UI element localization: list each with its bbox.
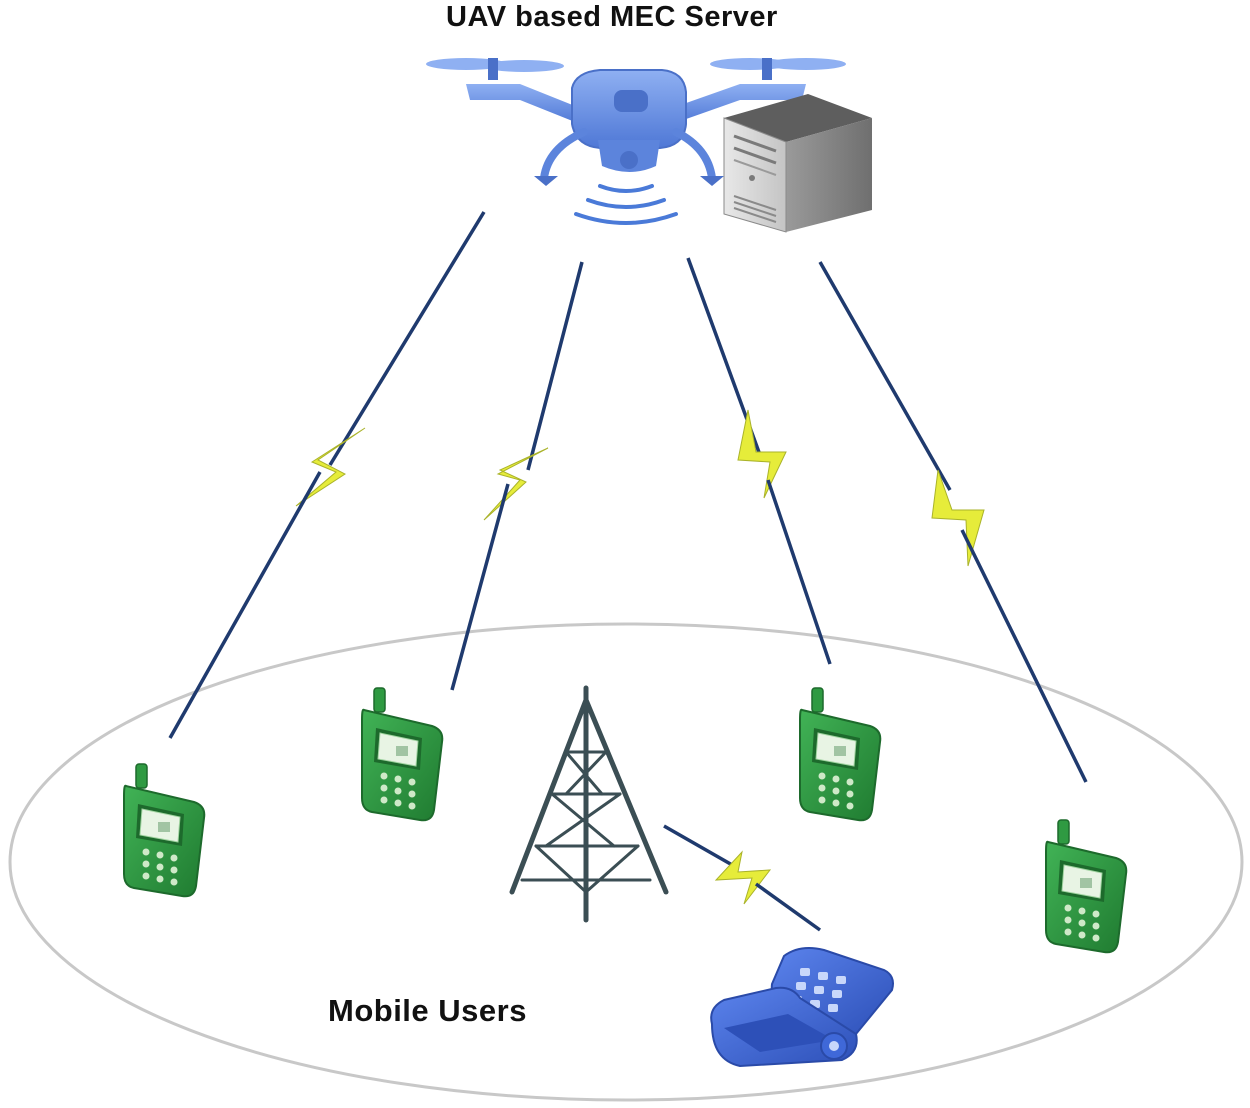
link-tower	[663, 824, 822, 932]
coverage-area-ellipse	[8, 622, 1244, 1102]
link-4	[818, 261, 1088, 783]
mobile-phone-icon	[799, 687, 882, 822]
server-icon	[723, 94, 872, 233]
mobile-phone-icon	[123, 763, 206, 898]
drone-icon	[426, 58, 846, 186]
cell-tower-icon	[509, 685, 669, 923]
link-1	[168, 211, 486, 739]
uav-server-title: UAV based MEC Server	[446, 1, 778, 33]
flip-phone-icon	[710, 947, 894, 1068]
lightning-icon	[714, 850, 772, 905]
link-3	[686, 257, 832, 665]
lightning-icon	[931, 469, 985, 567]
mobile-phone-icon	[361, 687, 444, 822]
wireless-links	[168, 211, 1088, 932]
signal-waves-icon	[574, 184, 678, 225]
mobile-phone-icon	[1045, 819, 1128, 954]
lightning-icon	[295, 427, 366, 507]
link-2	[450, 261, 584, 691]
mobile-users-label: Mobile Users	[328, 993, 527, 1028]
lightning-icon	[483, 447, 549, 521]
lightning-icon	[737, 409, 787, 499]
